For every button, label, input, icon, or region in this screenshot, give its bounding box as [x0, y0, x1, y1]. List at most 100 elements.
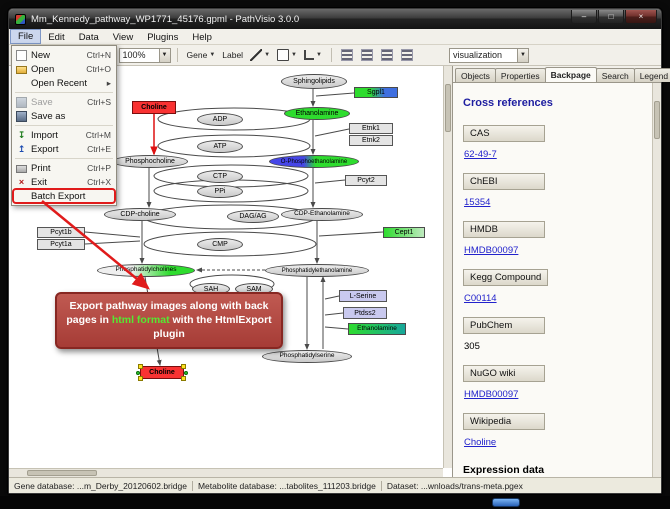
blank-icon — [16, 78, 27, 89]
scrollbar-thumb[interactable] — [445, 84, 451, 132]
shape-icon — [277, 49, 289, 61]
align-left-button[interactable] — [338, 47, 357, 64]
xref-header-nugo-wiki: NuGO wiki — [463, 365, 545, 382]
node-pcyt2[interactable]: Pcyt2 — [345, 175, 387, 186]
visualization-select[interactable]: visualization ▼ — [449, 48, 529, 63]
file-menu-item-batch-export[interactable]: Batch Export — [13, 189, 115, 203]
menu-plugins[interactable]: Plugins — [140, 29, 185, 44]
file-menu-item-save-as[interactable]: Save as — [13, 109, 115, 123]
node-l-serine[interactable]: L-Serine — [339, 290, 387, 302]
file-menu-item-import[interactable]: ↧ImportCtrl+M — [13, 128, 115, 142]
maximize-button[interactable]: □ — [598, 10, 624, 24]
statusbar: Gene database: ...m_Derby_20120602.bridg… — [9, 477, 661, 493]
close-button[interactable]: × — [625, 10, 657, 24]
node-dag-ag[interactable]: DAG/AG — [227, 210, 279, 223]
datanode-tool[interactable]: Gene▼ — [184, 47, 219, 64]
taskbar-item[interactable] — [492, 498, 520, 507]
export-icon: ↥ — [16, 144, 27, 155]
xref-link-chebi[interactable]: 15354 — [464, 197, 490, 208]
node-o-phosphoethanolamine[interactable]: O-Phosphoethanolamine — [269, 155, 359, 168]
node-cdp-ethanolamine[interactable]: CDP-Ethanolamine — [281, 208, 363, 221]
menu-item-label: Save — [31, 97, 53, 108]
node-phosphatidylserine[interactable]: Phosphatidylserine — [262, 350, 352, 363]
node-choline[interactable]: Choline — [132, 101, 176, 114]
canvas-vertical-scrollbar[interactable] — [443, 66, 452, 468]
rotation-handle[interactable] — [184, 371, 188, 375]
shape-tool[interactable]: ▼ — [274, 47, 300, 64]
file-menu-item-export[interactable]: ↥ExportCtrl+E — [13, 142, 115, 156]
node-sgpl1[interactable]: Sgpl1 — [354, 87, 398, 98]
node-ppi[interactable]: PPi — [197, 185, 243, 198]
node-phosphatidylethanolamine[interactable]: Phosphatidylethanolamine — [265, 264, 369, 277]
selection-handle[interactable] — [138, 376, 143, 381]
menu-view[interactable]: View — [106, 29, 140, 44]
scrollbar-thumb[interactable] — [654, 101, 660, 139]
node-phosphocholine[interactable]: Phosphocholine — [112, 155, 188, 168]
tab-objects[interactable]: Objects — [455, 68, 496, 82]
node-etnk2[interactable]: Etnk2 — [349, 135, 393, 146]
tab-search[interactable]: Search — [596, 68, 635, 82]
panel-vertical-scrollbar[interactable] — [652, 83, 661, 477]
chevron-down-icon[interactable]: ▼ — [159, 49, 170, 62]
selection-handle[interactable] — [181, 364, 186, 369]
minimize-button[interactable]: – — [571, 10, 597, 24]
menu-help[interactable]: Help — [185, 29, 219, 44]
node-pcyt1a[interactable]: Pcyt1a — [37, 239, 85, 250]
menu-file[interactable]: File — [10, 29, 41, 44]
node-ethanolamine[interactable]: Ethanolamine — [284, 107, 350, 120]
statusbar-divider — [192, 481, 193, 491]
xref-link-wikipedia[interactable]: Choline — [464, 437, 496, 448]
tab-properties[interactable]: Properties — [495, 68, 546, 82]
node-ctp[interactable]: CTP — [197, 170, 243, 183]
node-cmp[interactable]: CMP — [197, 238, 243, 251]
connector-tool[interactable]: ▼ — [301, 47, 325, 64]
menu-edit[interactable]: Edit — [41, 29, 71, 44]
node-pcyt1b[interactable]: Pcyt1b — [37, 227, 85, 238]
xref-header-cas: CAS — [463, 125, 545, 142]
zoom-value: 100% — [120, 50, 159, 60]
node-cdp-choline[interactable]: CDP-choline — [104, 208, 176, 221]
xref-link-hmdb[interactable]: HMDB00097 — [464, 245, 518, 256]
menu-data[interactable]: Data — [72, 29, 106, 44]
file-menu-item-open-recent[interactable]: Open Recent▸ — [13, 76, 115, 90]
xref-link-cas[interactable]: 62-49-7 — [464, 149, 497, 160]
tab-backpage[interactable]: Backpage — [545, 67, 597, 82]
node-phosphatidylcholines[interactable]: Phosphatidylcholines — [97, 264, 195, 277]
node-ptdss2[interactable]: Ptdss2 — [343, 307, 387, 319]
node-cept1[interactable]: Cept1 — [383, 227, 425, 238]
scrollbar-thumb[interactable] — [27, 470, 97, 476]
selection-handle[interactable] — [138, 364, 143, 369]
open-folder-icon — [16, 66, 27, 74]
node-sphingolipids[interactable]: Sphingolipids — [281, 74, 347, 89]
chevron-down-icon[interactable]: ▼ — [517, 49, 528, 62]
node-adp[interactable]: ADP — [197, 113, 243, 126]
cross-references-title: Cross references — [463, 97, 642, 109]
zoom-select[interactable]: 100% ▼ — [119, 48, 171, 63]
save-disk-icon — [16, 97, 27, 108]
node-etnk1[interactable]: Etnk1 — [349, 123, 393, 134]
node-atp[interactable]: ATP — [197, 140, 243, 153]
xref-link-kegg-compound[interactable]: C00114 — [464, 293, 497, 304]
stack-button[interactable] — [398, 47, 417, 64]
align-top-button[interactable] — [378, 47, 397, 64]
canvas-horizontal-scrollbar[interactable] — [9, 468, 443, 477]
menu-item-label: New — [31, 50, 50, 61]
selection-handle[interactable] — [181, 376, 186, 381]
node-choline[interactable]: Choline — [140, 366, 184, 379]
menu-item-label: Print — [31, 163, 51, 174]
file-menu-item-open[interactable]: OpenCtrl+O — [13, 62, 115, 76]
label-tool[interactable]: Label — [219, 47, 246, 64]
align-center-button[interactable] — [358, 47, 377, 64]
file-menu-item-print[interactable]: PrintCtrl+P — [13, 161, 115, 175]
import-icon: ↧ — [16, 130, 27, 141]
tab-legend[interactable]: Legend — [634, 68, 670, 82]
node-ethanolamine[interactable]: Ethanolamine — [348, 323, 406, 335]
line-tool[interactable]: ▼ — [247, 47, 273, 64]
rotation-handle[interactable] — [136, 371, 140, 375]
file-menu-item-new[interactable]: NewCtrl+N — [13, 48, 115, 62]
file-menu-item-save[interactable]: SaveCtrl+S — [13, 95, 115, 109]
side-panel: ObjectsPropertiesBackpageSearchLegend Cr… — [453, 66, 661, 477]
file-menu-item-exit[interactable]: ×ExitCtrl+X — [13, 175, 115, 189]
xref-link-nugo-wiki[interactable]: HMDB00097 — [464, 389, 518, 400]
menu-item-label: Save as — [31, 111, 65, 122]
